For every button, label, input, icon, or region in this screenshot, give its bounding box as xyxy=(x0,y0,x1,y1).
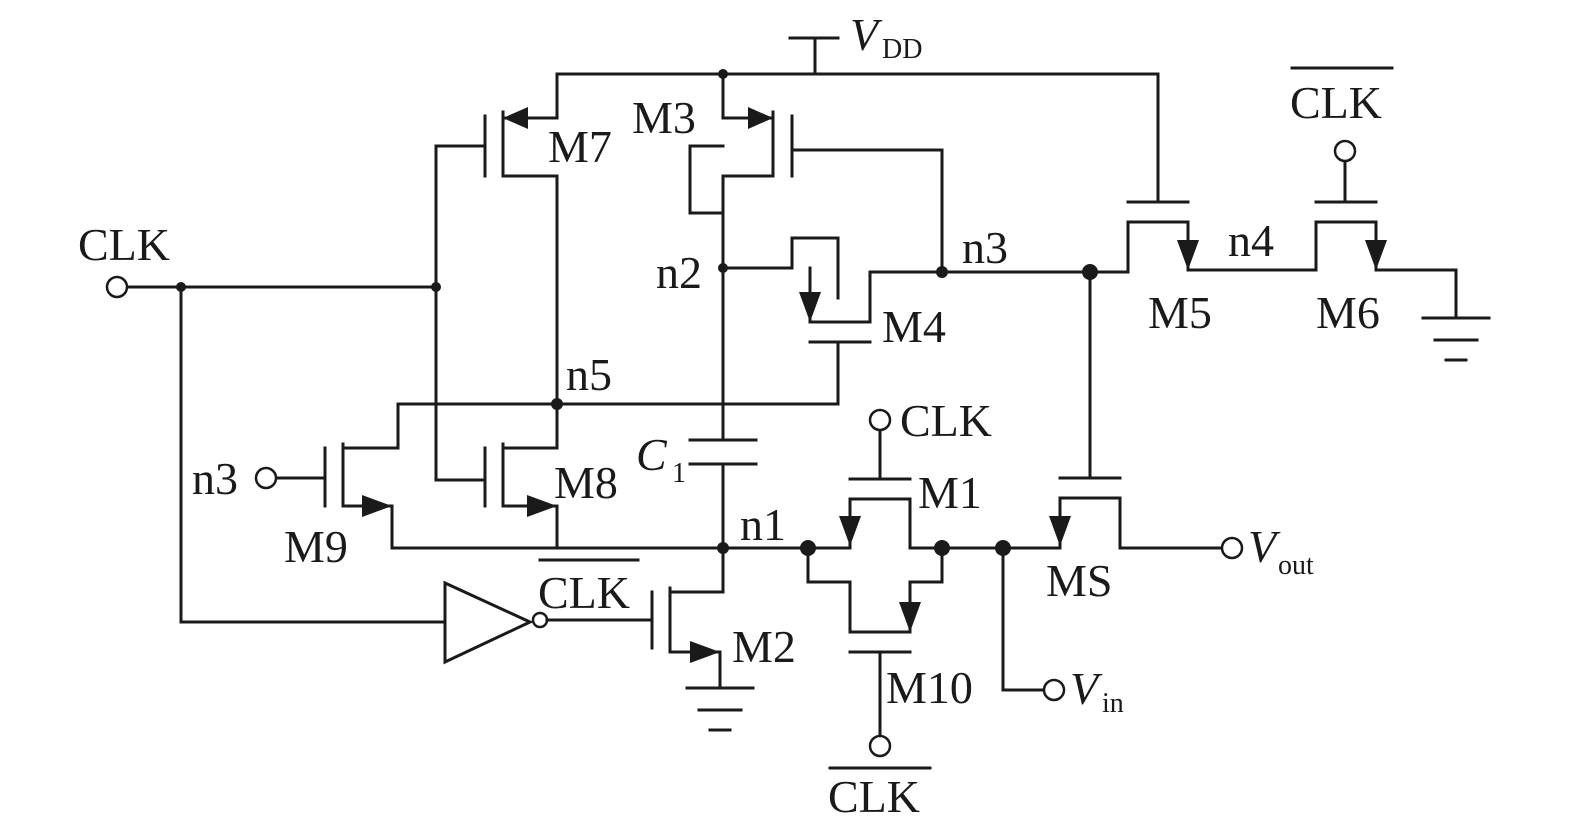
transistor-m7 xyxy=(434,72,559,178)
capacitor-c1 xyxy=(688,438,758,550)
junction-dots xyxy=(176,69,1098,556)
vdd-label-subscript: DD xyxy=(882,34,922,65)
label-m8: M8 xyxy=(554,457,618,508)
clk-m1-terminal xyxy=(868,408,892,432)
vout-terminal xyxy=(1220,536,1244,560)
label-ms: MS xyxy=(1046,555,1112,606)
transistor-m4 xyxy=(721,236,1092,406)
label-n5: n5 xyxy=(566,349,612,400)
vdd-supply xyxy=(788,36,840,76)
label-m4: M4 xyxy=(882,301,946,352)
c1-label-subscript: 1 xyxy=(672,458,686,489)
label-m3: M3 xyxy=(632,92,696,143)
transistor-m3 xyxy=(688,72,944,274)
transistor-m6 xyxy=(1314,160,1458,320)
transistor-m1 xyxy=(806,428,1005,550)
c1-label: C xyxy=(636,429,668,480)
transistor-m8 xyxy=(434,442,559,550)
label-clk-input: CLK xyxy=(78,219,170,270)
vout-label: V xyxy=(1248,521,1281,572)
label-m2: M2 xyxy=(732,621,796,672)
label-m10: M10 xyxy=(886,662,973,713)
label-n4: n4 xyxy=(1228,215,1274,266)
vout-label-subscript: out xyxy=(1278,550,1314,581)
transistor-m2 xyxy=(650,546,725,690)
vin-terminal xyxy=(1042,678,1066,702)
vdd-label: V xyxy=(850,9,883,60)
label-m7: M7 xyxy=(548,121,612,172)
label-n3-input: n3 xyxy=(192,453,238,504)
label-m1: M1 xyxy=(918,467,982,518)
clkbar-m10-terminal xyxy=(868,734,892,758)
label-m5: M5 xyxy=(1148,287,1212,338)
n3-input-terminal xyxy=(254,466,278,490)
clk-input-terminal xyxy=(105,275,129,299)
clkbar-m6-terminal xyxy=(1333,139,1357,163)
label-clkbar-m6: CLK xyxy=(1290,77,1382,128)
ground-symbol-m2 xyxy=(685,686,755,732)
wire-vin xyxy=(1001,546,1046,692)
label-clkbar-m10: CLK xyxy=(828,771,920,822)
label-n2: n2 xyxy=(656,247,702,298)
label-n3: n3 xyxy=(962,222,1008,273)
label-clkbar-m2: CLK xyxy=(538,567,630,618)
vin-label: V xyxy=(1070,663,1103,714)
vin-label-subscript: in xyxy=(1102,688,1124,719)
vdd-rail xyxy=(555,72,1160,204)
label-clk-m1: CLK xyxy=(900,395,992,446)
label-m6: M6 xyxy=(1316,287,1380,338)
label-n1: n1 xyxy=(740,499,786,550)
transistor-m5 xyxy=(1088,200,1199,274)
transistor-m9 xyxy=(276,402,400,550)
transistor-ms xyxy=(1001,270,1224,550)
inverter xyxy=(443,580,654,665)
ground-symbol-m6 xyxy=(1421,316,1491,362)
label-m9: M9 xyxy=(284,521,348,572)
